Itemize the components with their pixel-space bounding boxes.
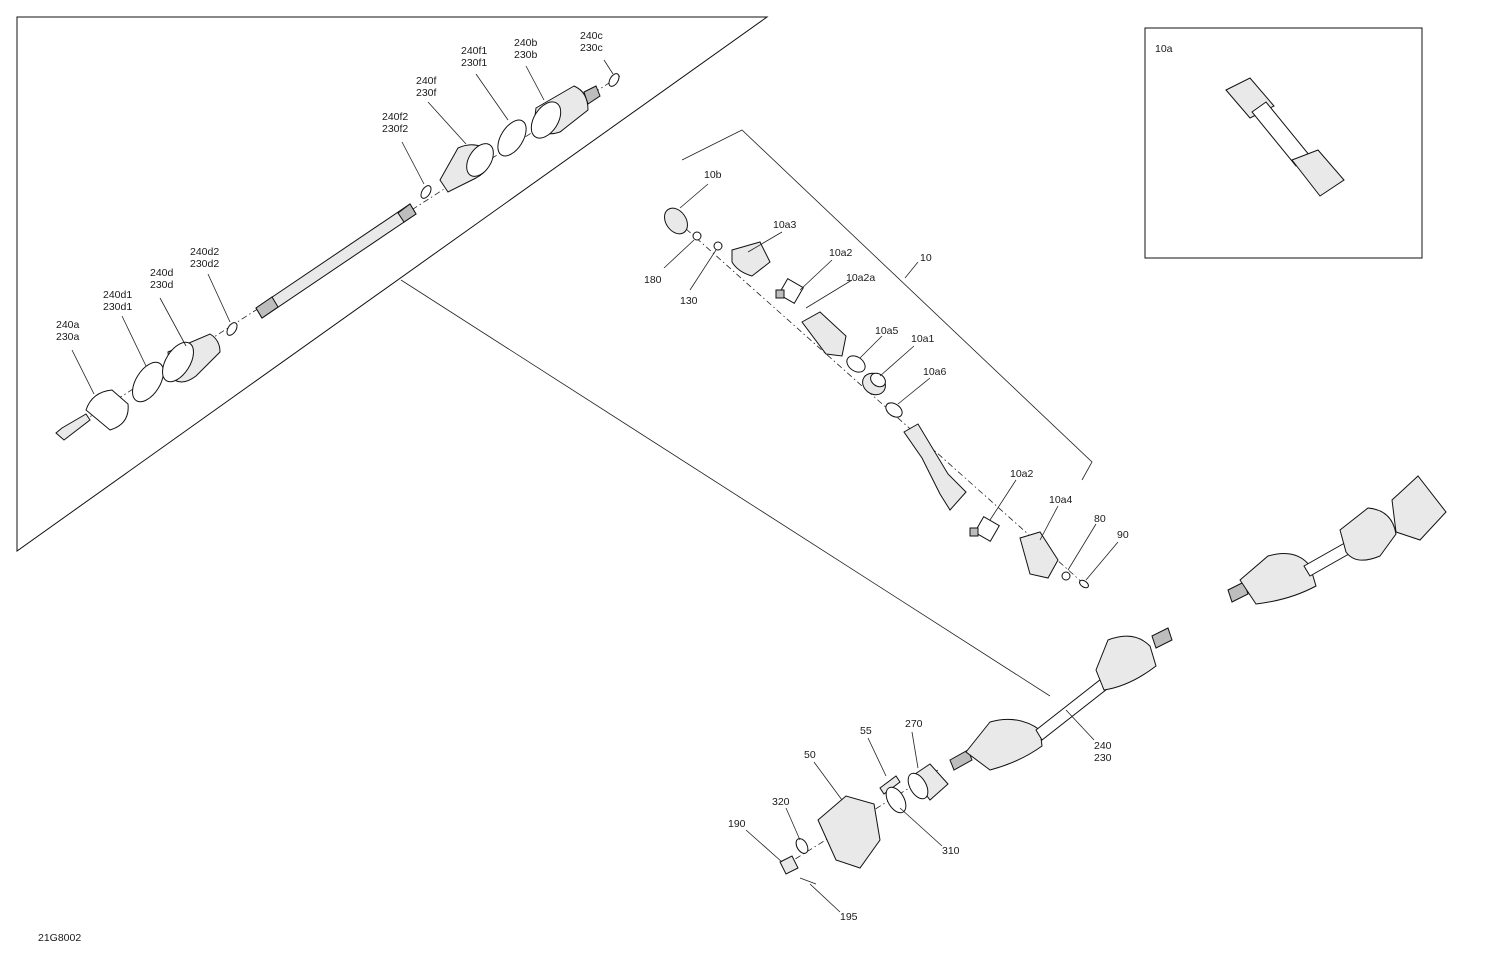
callout-10a2a: 10a2a	[846, 272, 875, 284]
callout-50: 50	[804, 749, 816, 761]
callout-190: 190	[728, 818, 746, 830]
callout-10a4: 10a4	[1049, 494, 1073, 506]
diagram-code: 21G8002	[38, 932, 81, 944]
callout-180: 180	[644, 274, 662, 286]
part-10a5-ring	[846, 355, 866, 373]
part-50-hub	[817, 795, 881, 869]
part-240d2-clamp	[226, 322, 238, 336]
part-270-bearing	[907, 763, 949, 801]
hub-components	[779, 763, 949, 885]
callout-10b: 10b	[704, 169, 722, 181]
detail-panel-triangle	[16, 16, 769, 552]
callout-10a5: 10a5	[875, 325, 899, 337]
callout-55: 55	[860, 725, 872, 737]
callout-10a6: 10a6	[923, 366, 947, 378]
part-240f1-clamp	[497, 119, 527, 157]
detail-connector-line	[400, 279, 1051, 697]
callout-10a2-bottom: 10a2	[1010, 468, 1034, 480]
part-240a-outer-joint	[55, 389, 129, 441]
part-10a6-ring	[885, 402, 903, 418]
callout-270: 270	[905, 718, 923, 730]
part-10a2a-yoke	[801, 311, 847, 357]
part-shaft	[255, 203, 417, 319]
leader-lines	[71, 59, 1119, 913]
part-320-washer	[795, 838, 809, 854]
part-10a2-cross-top	[775, 278, 804, 304]
part-shaft-yoke	[903, 423, 967, 511]
part-240f2-clamp	[420, 185, 432, 199]
callout-90: 90	[1117, 529, 1129, 541]
inset-label: 10a	[1155, 43, 1173, 55]
bracket-10	[681, 129, 1093, 481]
callout-195: 195	[840, 911, 858, 923]
part-130	[713, 241, 723, 251]
part-10a2-cross-bottom	[969, 516, 1000, 542]
part-310-circlip	[885, 786, 907, 814]
inset-assembled-shaft	[1225, 77, 1345, 197]
callout-310: 310	[942, 845, 960, 857]
callout-10a2-top: 10a2	[829, 247, 853, 259]
part-10a3-yoke	[731, 241, 771, 277]
half-shaft-exploded	[55, 73, 621, 441]
part-190-nut	[779, 855, 799, 875]
part-10a1-spring	[862, 372, 886, 396]
axle-assembly-right	[1227, 475, 1447, 605]
callout-130: 130	[680, 295, 698, 307]
callout-10a3: 10a3	[773, 219, 797, 231]
callout-320: 320	[772, 796, 790, 808]
part-240d1-clamp	[132, 361, 164, 403]
callout-10: 10	[920, 252, 932, 264]
inset-frame-10a	[1144, 27, 1423, 259]
part-195-pin	[799, 877, 817, 885]
axle-assembly	[949, 627, 1173, 771]
part-240d-boot	[162, 333, 221, 383]
callout-10a1: 10a1	[911, 333, 935, 345]
driveshaft-10-exploded	[664, 207, 1089, 589]
part-10b-seal	[664, 207, 688, 235]
part-240f-boot	[439, 143, 494, 193]
part-240c-circlip	[608, 73, 620, 87]
callout-80: 80	[1094, 513, 1106, 525]
part-55-stud	[879, 775, 901, 795]
part-180	[692, 231, 702, 241]
part-80	[1061, 571, 1071, 581]
part-240b-housing	[530, 85, 601, 139]
part-90-washer	[1079, 579, 1089, 589]
part-10a4-yoke	[1019, 531, 1059, 579]
